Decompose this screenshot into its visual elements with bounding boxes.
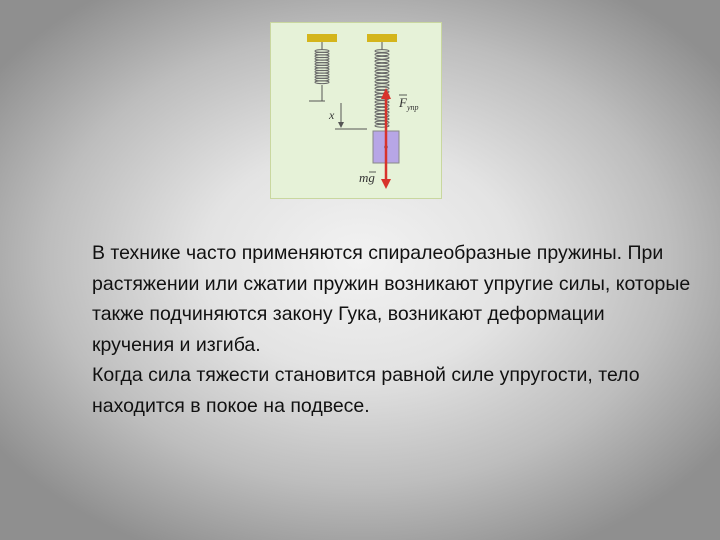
spring-coil-turn xyxy=(374,66,390,70)
spring-coil-turn xyxy=(374,72,390,77)
x-dimension-arrowhead xyxy=(338,122,344,128)
spring-coil-turn xyxy=(374,106,390,111)
spring-coil-turn xyxy=(374,49,390,53)
spring-coil-turn xyxy=(374,120,390,125)
gravity-label: mg xyxy=(359,170,375,185)
spring-coil-turn xyxy=(374,110,390,115)
spring-coil-turn xyxy=(374,52,390,57)
text-paragraph-1: В технике часто применяются спиралеобраз… xyxy=(92,242,691,356)
spring-coil-turn xyxy=(374,76,390,81)
right-spring-mount xyxy=(367,34,397,42)
spring-coil-turn xyxy=(374,113,390,118)
left-spring-coil xyxy=(314,49,330,85)
spring-coil-turn xyxy=(374,89,390,94)
elastic-force-label: Fупр xyxy=(398,95,419,112)
spring-coil-turn xyxy=(374,123,390,128)
text-paragraph-2: Когда сила тяжести становится равной сил… xyxy=(92,364,640,417)
elastic-force-arrowhead xyxy=(381,88,391,99)
spring-coil-turn xyxy=(374,103,390,108)
spring-diagram: x Fупр mg xyxy=(270,22,442,199)
left-spring-mount xyxy=(307,34,337,42)
spring-coil-turn xyxy=(374,59,390,64)
slide-text: В технике часто применяются спиралеобраз… xyxy=(92,238,692,421)
spring-coil-turn xyxy=(374,86,390,91)
spring-coil-turn xyxy=(314,80,330,85)
spring-coil-turn xyxy=(374,117,390,121)
spring-coil-turn xyxy=(374,79,390,84)
gravity-arrowhead xyxy=(381,179,391,189)
spring-coil-turn xyxy=(374,62,390,67)
spring-coil-turn xyxy=(374,55,390,60)
x-label: x xyxy=(328,108,335,122)
spring-coil-turn xyxy=(374,69,390,74)
spring-coil-turn xyxy=(374,100,390,104)
spring-coil-turn xyxy=(374,83,390,87)
right-spring-coil xyxy=(374,49,390,128)
spring-diagram-drawing: x Fупр mg xyxy=(307,34,419,189)
